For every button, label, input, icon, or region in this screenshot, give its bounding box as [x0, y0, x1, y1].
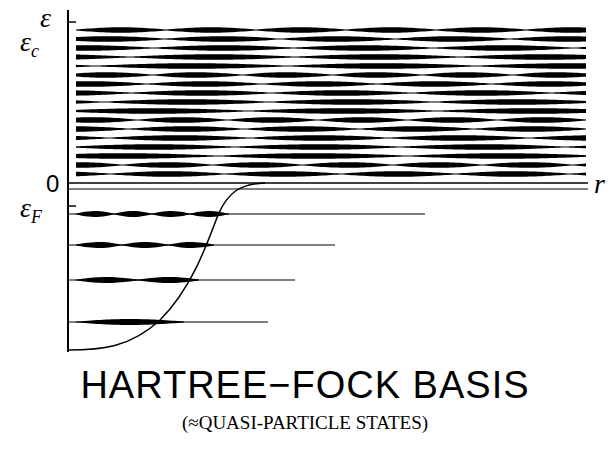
- continuum-wave: [76, 90, 586, 96]
- continuum-states: [76, 27, 586, 177]
- zero-line: [68, 189, 588, 190]
- caption: HARTREE−FOCK BASIS: [80, 366, 529, 404]
- energy-symbol: ε: [40, 4, 51, 32]
- continuum-wave: [76, 108, 586, 114]
- bound-wavefunction: [76, 277, 199, 283]
- continuum-wave: [76, 72, 586, 78]
- continuum-wave: [76, 81, 586, 87]
- continuum-wave: [76, 162, 586, 168]
- potential-curve: [68, 183, 265, 350]
- fermi-tick: [68, 205, 76, 207]
- radius-axis: [68, 182, 588, 184]
- continuum-wave: [76, 45, 586, 51]
- continuum-wave: [76, 27, 586, 33]
- cutoff-tick: [68, 21, 76, 23]
- axes: [68, 10, 588, 352]
- zero-label: 0: [46, 172, 59, 196]
- bound-wavefunction: [76, 242, 214, 248]
- energy-axis: [67, 10, 69, 352]
- subtitle: (≈QUASI-PARTICLE STATES): [182, 413, 428, 432]
- continuum-wave: [76, 126, 586, 132]
- continuum-wave: [76, 36, 586, 42]
- bound-wavefunction: [76, 211, 229, 217]
- fermi-energy: εF: [20, 194, 42, 222]
- cutoff-energy: εc: [20, 28, 39, 56]
- bound-states: [68, 211, 425, 325]
- continuum-wave: [76, 153, 586, 159]
- continuum-wave: [76, 117, 586, 123]
- continuum-wave: [76, 135, 586, 141]
- continuum-wave: [76, 54, 586, 60]
- continuum-wave: [76, 144, 586, 150]
- continuum-wave: [76, 63, 586, 69]
- radius-symbol: r: [594, 170, 605, 198]
- continuum-wave: [76, 171, 586, 177]
- bound-wavefunction: [76, 319, 184, 325]
- continuum-wave: [76, 99, 586, 105]
